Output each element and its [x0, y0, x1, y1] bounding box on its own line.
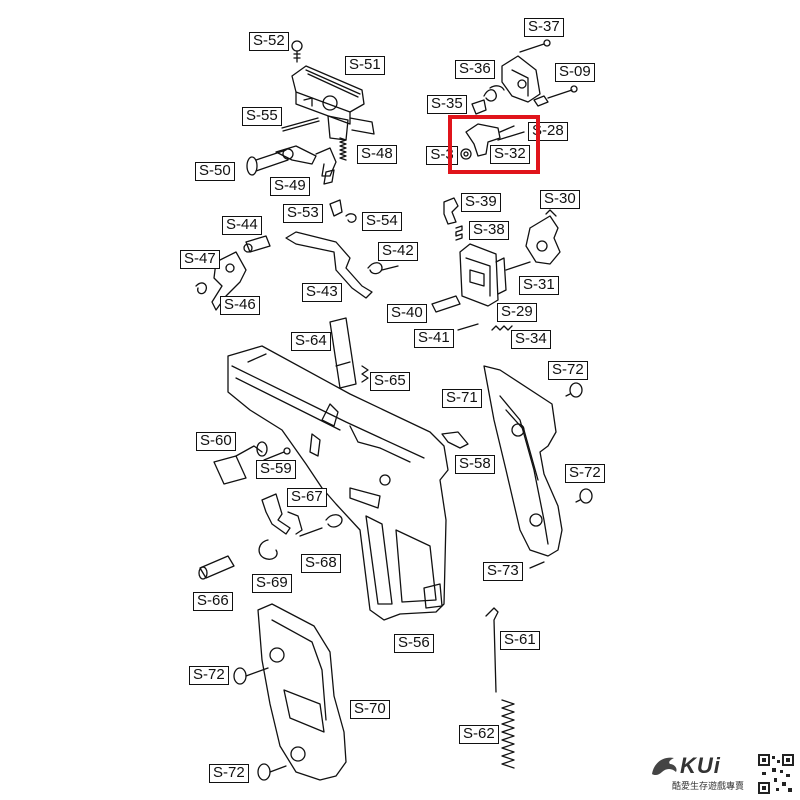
part-s09-housing: [501, 55, 578, 107]
part-s62-spring: [501, 699, 515, 769]
part-label-s58: S-58: [455, 455, 495, 474]
part-label-s47: S-47: [180, 250, 220, 269]
part-label-s67: S-67: [287, 488, 327, 507]
part-label-s40: S-40: [387, 304, 427, 323]
part-label-s66: S-66: [193, 592, 233, 611]
part-label-s70: S-70: [350, 700, 390, 719]
part-label-s36: S-36: [455, 60, 495, 79]
part-s30-hammer: [525, 209, 561, 265]
part-s50-pin: [246, 149, 289, 176]
part-s36-spring: [483, 85, 505, 102]
part-s59-screw: [263, 447, 291, 461]
part-label-s61: S-61: [500, 631, 540, 650]
part-label-s41: S-41: [414, 329, 454, 348]
part-s69-spring: [258, 539, 278, 560]
part-s56-frame: [227, 345, 449, 621]
part-s60-button: [213, 441, 268, 485]
part-s35-part: [471, 99, 487, 115]
part-s43-trigger-bar: [285, 231, 373, 299]
part-label-s65: S-65: [370, 372, 410, 391]
part-label-s09: S-09: [555, 63, 595, 82]
part-s72d-grip-screw: [257, 763, 287, 781]
part-s51-rear-sight-plate: [291, 65, 375, 135]
part-s29-housing: [459, 243, 507, 307]
part-s32-spring: [460, 148, 472, 160]
part-label-s64: S-64: [291, 332, 331, 351]
part-s34-spring: [491, 325, 513, 331]
part-label-s37: S-37: [524, 18, 564, 37]
part-label-s50: S-50: [195, 162, 235, 181]
part-s49-lever: [275, 145, 337, 185]
part-label-s43: S-43: [302, 283, 342, 302]
part-label-s51: S-51: [345, 56, 385, 75]
part-s37-screw: [519, 39, 551, 53]
part-label-s60: S-60: [196, 432, 236, 451]
part-s73-pin: [529, 561, 545, 569]
part-label-s71: S-71: [442, 389, 482, 408]
part-label-s46: S-46: [220, 296, 260, 315]
part-label-s48: S-48: [357, 145, 397, 164]
part-s54-spring: [345, 213, 357, 223]
brand-watermark: KUi 酷愛生存遊戲專賣: [650, 752, 750, 796]
part-label-s49: S-49: [270, 177, 310, 196]
part-label-s32: S-32: [490, 145, 530, 164]
part-label-s39: S-39: [461, 193, 501, 212]
part-s58-lever: [441, 431, 469, 449]
part-s61-guide-rod: [485, 607, 499, 693]
part-s38-spring: [455, 225, 463, 241]
part-s52-screw: [291, 40, 303, 63]
part-label-s38: S-38: [469, 221, 509, 240]
part-s67-slide-catch: [261, 493, 303, 535]
part-s40-pin: [431, 295, 461, 313]
part-label-s42: S-42: [378, 242, 418, 261]
part-s66-pin: [198, 555, 235, 580]
part-s47-spring: [195, 282, 208, 295]
part-label-s29: S-29: [497, 303, 537, 322]
part-s42-spring: [367, 262, 399, 275]
part-s48-spring: [339, 137, 347, 161]
part-label-s59: S-59: [256, 460, 296, 479]
part-label-s72a: S-72: [548, 361, 588, 380]
part-s64-block: [329, 317, 357, 389]
part-s71-right-grip: [483, 365, 563, 557]
part-s44-pin: [243, 235, 271, 253]
dragon-logo-icon: [652, 757, 677, 776]
part-label-s31: S-31: [519, 276, 559, 295]
part-label-s44: S-44: [222, 216, 262, 235]
part-label-s35: S-35: [427, 95, 467, 114]
part-s70-left-grip: [257, 603, 347, 781]
part-s55-pin: [281, 117, 320, 132]
part-label-s62: S-62: [459, 725, 499, 744]
part-label-s53: S-53: [283, 204, 323, 223]
part-label-s52: S-52: [249, 32, 289, 51]
brand-tagline: 酷愛生存遊戲專賣: [672, 782, 745, 792]
part-s72b-grip-screw: [575, 488, 593, 504]
highlight-box: [448, 115, 540, 174]
part-label-s72c: S-72: [189, 666, 229, 685]
part-s39-piece: [443, 197, 459, 225]
part-s28-sear: [465, 123, 525, 157]
part-label-s69: S-69: [252, 574, 292, 593]
part-label-s55: S-55: [242, 107, 282, 126]
part-s55-body: [327, 115, 349, 141]
part-label-s30: S-30: [540, 190, 580, 209]
part-s53-piece: [329, 199, 343, 217]
part-s31-pin: [505, 261, 531, 271]
part-label-s73: S-73: [483, 562, 523, 581]
part-s68-spring: [299, 514, 343, 537]
part-s41-pin: [457, 323, 479, 331]
part-label-s72d: S-72: [209, 764, 249, 783]
part-s72a-grip-screw: [565, 382, 583, 398]
part-label-s54: S-54: [362, 212, 402, 231]
qr-code-icon: [758, 754, 794, 794]
part-label-s72b: S-72: [565, 464, 605, 483]
part-label-s68: S-68: [301, 554, 341, 573]
part-s65-spring: [361, 365, 369, 383]
part-label-s56: S-56: [394, 634, 434, 653]
brand-logo-text: KUi: [680, 753, 721, 778]
part-s72c-grip-screw: [233, 667, 269, 685]
part-label-s34: S-34: [511, 330, 551, 349]
